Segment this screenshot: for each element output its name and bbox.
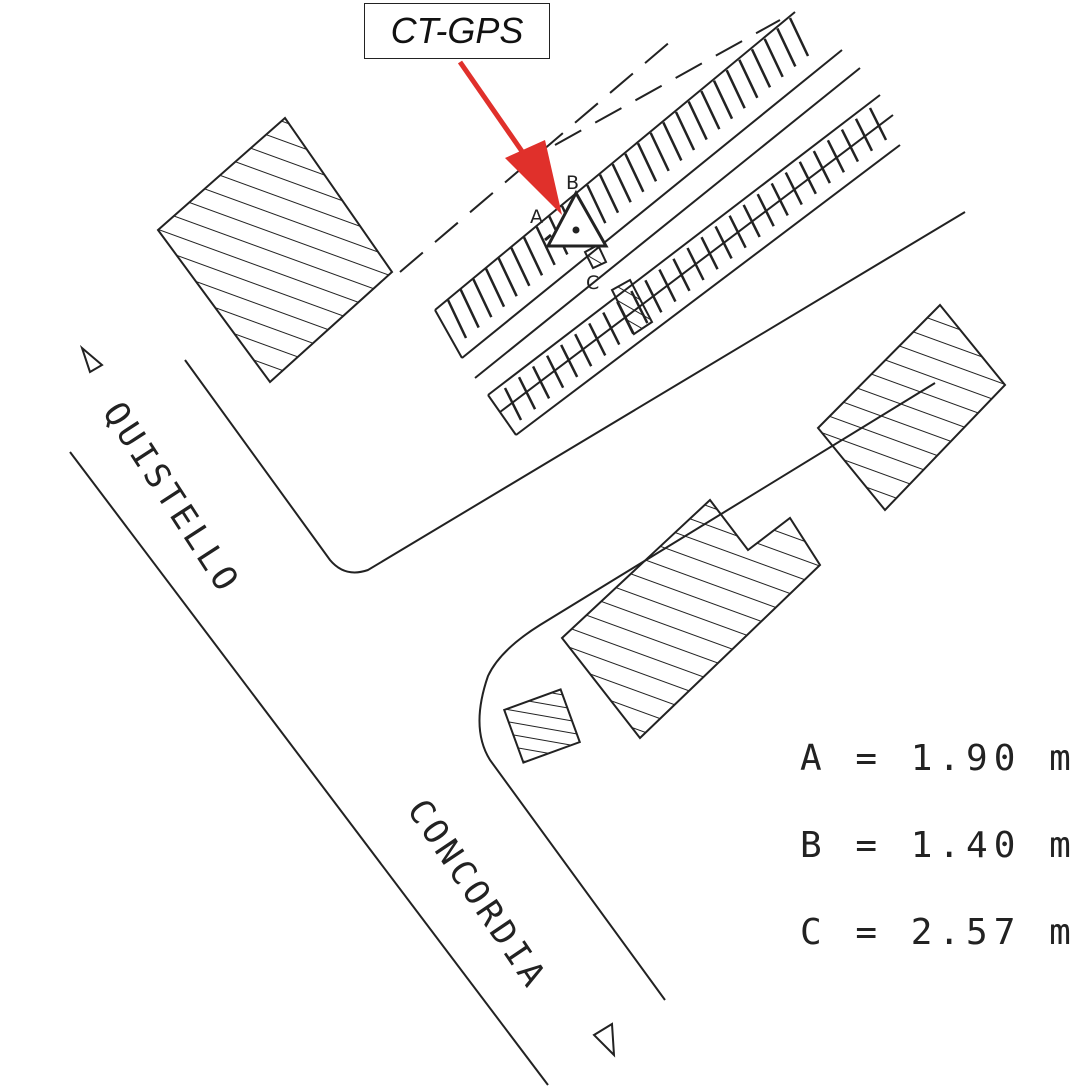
- parking-stall-line: [517, 376, 537, 410]
- parking-stall-line: [700, 90, 721, 130]
- building-east: [816, 303, 1007, 512]
- legend-item-b: B = 1.40 m: [800, 825, 1077, 866]
- callout-arrow: [457, 60, 562, 215]
- parking-stall-line: [611, 163, 632, 203]
- parking-stall-line: [545, 355, 565, 389]
- parking-stall-line: [712, 80, 734, 120]
- parking-stall-line: [840, 128, 860, 163]
- point-a-tick: [544, 233, 552, 242]
- parking-stall-line: [798, 161, 817, 195]
- parking-stall-line: [686, 247, 705, 281]
- point-b-label: B: [566, 172, 580, 194]
- parking-stall-line: [484, 268, 506, 308]
- parking-stall-line: [725, 69, 746, 109]
- station-block: [583, 243, 608, 270]
- direction-markers: [79, 344, 616, 1058]
- parking-stall-line: [644, 279, 663, 313]
- parking-stall-line: [674, 111, 696, 151]
- parking-stall-line: [756, 193, 775, 227]
- legend-item-a: A = 1.90 m: [800, 738, 1077, 779]
- parking-stall-line: [598, 174, 620, 214]
- parking-stall-line: [497, 257, 518, 297]
- parking-structure: [610, 278, 654, 336]
- parking-stall-line: [788, 17, 810, 57]
- quistello-outer-edge: [69, 451, 549, 1086]
- callout-label: CT-GPS: [364, 3, 550, 59]
- parking-area: [434, 11, 901, 436]
- parking-stall-line: [728, 215, 747, 249]
- parking-stall-line: [826, 139, 846, 173]
- parking-stall-line: [763, 38, 784, 78]
- parking-stall-line: [624, 153, 645, 193]
- parking-stall-line: [658, 268, 677, 303]
- parking-stall-line: [531, 365, 551, 400]
- parking-stall-line: [812, 150, 831, 184]
- parking-stall-line: [738, 59, 759, 99]
- parking-stall-line: [776, 27, 797, 67]
- parking-stall-line: [742, 204, 761, 238]
- point-c-label: C: [586, 272, 600, 294]
- parking-stall-line: [574, 333, 593, 367]
- parking-stall-line: [459, 289, 480, 329]
- point-a-label: A: [530, 206, 543, 228]
- building-south: [560, 498, 822, 740]
- parking-stall-line: [750, 48, 772, 88]
- quistello-direction-icon: [79, 344, 104, 374]
- parking-stall-line: [510, 247, 531, 287]
- concordia-direction-icon: [592, 1022, 616, 1058]
- parking-stall-line: [649, 132, 670, 172]
- small-structure: [502, 688, 582, 764]
- building-north-west: [156, 116, 394, 384]
- parking-stall-line: [636, 142, 658, 182]
- buildings: [156, 116, 1007, 764]
- parking-stall-line: [868, 107, 888, 141]
- parking-stall-line: [714, 225, 733, 260]
- parking-stall-line: [472, 278, 493, 318]
- parking-stall-line: [687, 101, 708, 141]
- quistello-inner-edge: [184, 211, 966, 574]
- parking-stall-line: [588, 322, 607, 356]
- parking-stall-line: [854, 118, 874, 152]
- parking-stall-line: [586, 184, 607, 224]
- roads: [69, 211, 966, 1086]
- legend-item-c: C = 2.57 m: [800, 912, 1077, 953]
- parking-stall-line: [770, 182, 789, 216]
- parking-stall-line: [602, 312, 621, 346]
- gps-station-icon: [545, 189, 609, 248]
- parking-stall-line: [560, 344, 579, 378]
- parking-stall-line: [672, 258, 691, 292]
- concordia-inner-edge: [478, 382, 936, 1001]
- parking-stall-line: [784, 172, 803, 206]
- parking-stall-line: [503, 387, 523, 421]
- parking-stall-line: [446, 299, 468, 339]
- parking-stall-line: [662, 121, 683, 161]
- parking-stall-line: [535, 226, 556, 266]
- dashed-boundary: [399, 19, 781, 273]
- parking-stall-line: [522, 236, 544, 276]
- parking-stalls-row-1: [446, 17, 810, 339]
- parking-stall-line: [700, 236, 719, 270]
